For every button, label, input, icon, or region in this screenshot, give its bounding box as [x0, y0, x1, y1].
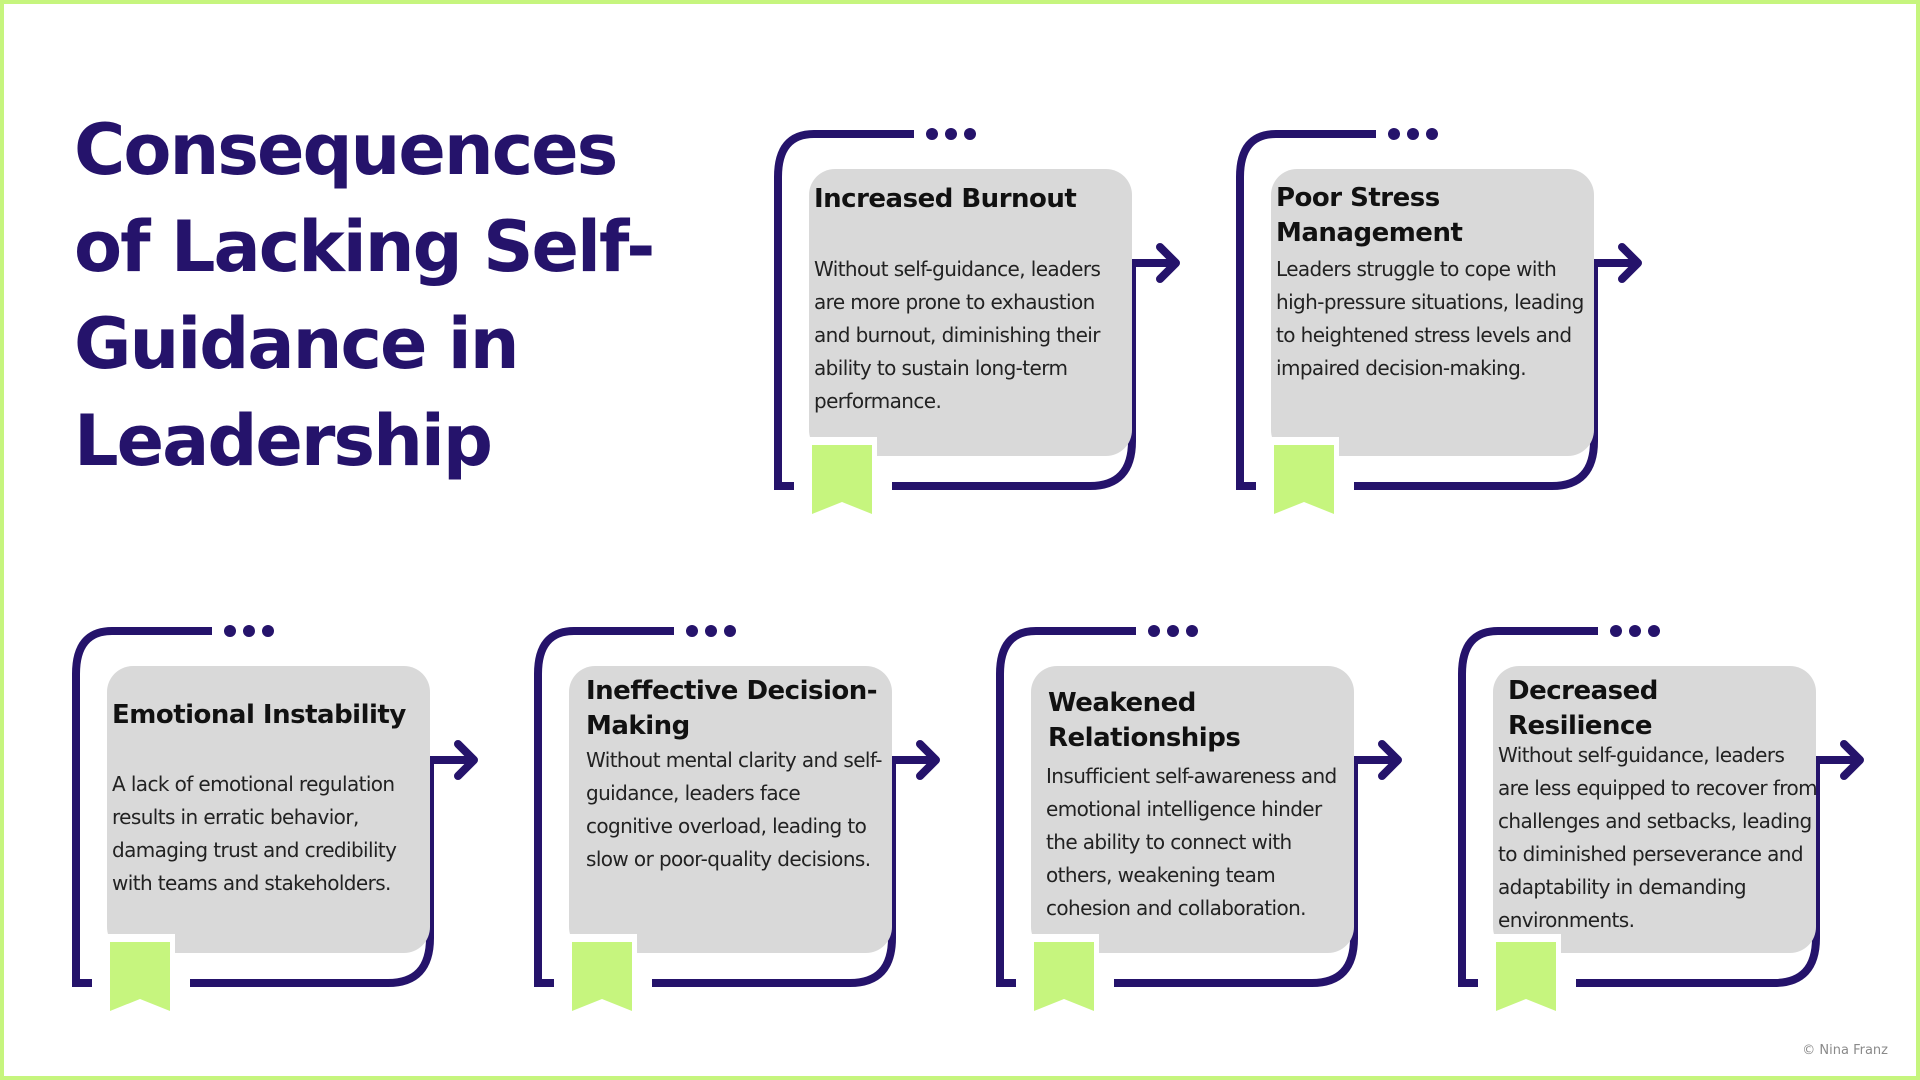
- card-frame: [774, 128, 1180, 490]
- card-box: [107, 666, 430, 953]
- card-box: [569, 666, 892, 953]
- card-body: Leaders struggle to cope with high-press…: [1276, 257, 1584, 380]
- bookmark-ribbon-icon: [567, 934, 637, 1016]
- consequence-card-weakened-relationships: Weakened Relationships Insufficient self…: [994, 625, 1414, 1026]
- card-body: Without self-guidance, leaders are more …: [814, 257, 1101, 413]
- card-body: A lack of emotional regulation results i…: [112, 772, 397, 895]
- card-heading: Increased Burnout: [814, 184, 1077, 214]
- author-credit: © Nina Franz: [1802, 1043, 1888, 1058]
- bookmark-ribbon-icon: [105, 934, 175, 1016]
- card-heading: Emotional Instability: [112, 700, 406, 730]
- card-heading: Weakened Relationships: [1048, 688, 1241, 753]
- bookmark-ribbon-icon: [1491, 934, 1561, 1016]
- card-heading: Poor Stress Management: [1276, 183, 1463, 248]
- bookmark-ribbon-icon: [1269, 437, 1339, 519]
- consequence-card-decreased-resilience: Decreased Resilience Without self-guidan…: [1456, 625, 1876, 1026]
- card-body: Insufficient self-awareness and emotiona…: [1046, 764, 1337, 920]
- card-heading: Ineffective Decision-Making: [586, 676, 878, 741]
- card-frame: [996, 625, 1402, 987]
- card-frame: [534, 625, 940, 987]
- card-body: Without self-guidance, leaders are less …: [1498, 743, 1818, 932]
- card-box: [1493, 666, 1816, 953]
- consequence-card-poor-stress-management: Poor Stress Management Leaders struggle …: [1234, 128, 1654, 529]
- card-box: [809, 169, 1132, 456]
- card-box: [1271, 169, 1594, 456]
- card-box: [1031, 666, 1354, 953]
- page-title: Consequences of Lacking Self-Guidance in…: [74, 109, 655, 482]
- consequence-card-emotional-instability: Emotional Instability A lack of emotiona…: [70, 625, 490, 1026]
- consequence-card-ineffective-decision-making: Ineffective Decision-Making Without ment…: [532, 625, 952, 1026]
- consequence-card-increased-burnout: Increased Burnout Without self-guidance,…: [772, 128, 1192, 529]
- bookmark-ribbon-icon: [1029, 934, 1099, 1016]
- bookmark-ribbon-icon: [807, 437, 877, 516]
- card-frame: [1236, 128, 1642, 490]
- card-heading: Decreased Resilience: [1508, 676, 1658, 741]
- card-body: Without mental clarity and self-guidance…: [586, 748, 882, 871]
- card-frame: [1458, 625, 1864, 987]
- card-frame: [72, 625, 478, 987]
